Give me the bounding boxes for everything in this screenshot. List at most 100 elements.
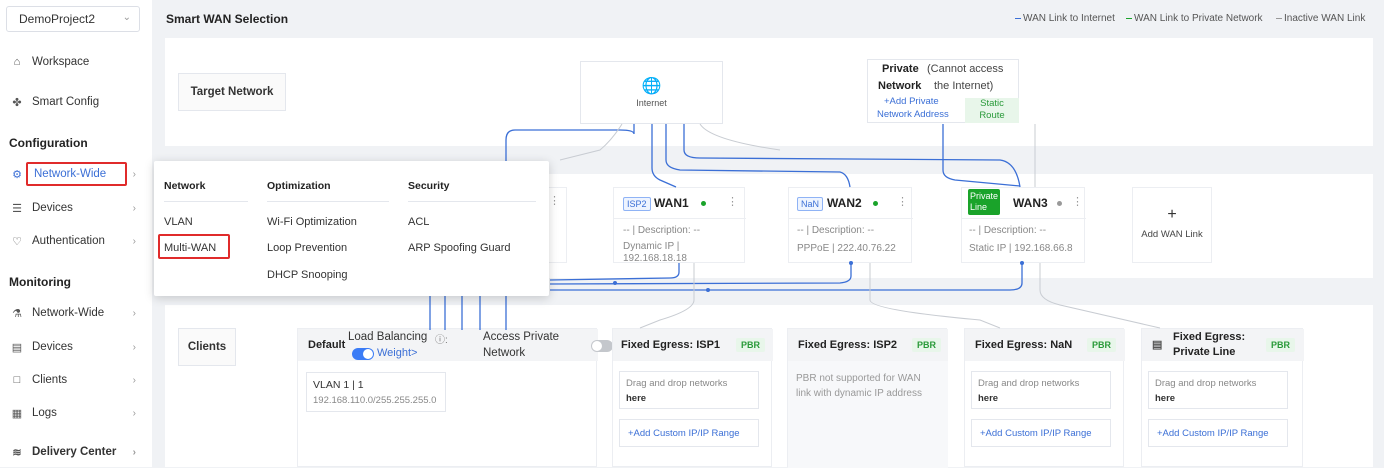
- vlan-label: VLAN 1 | 1: [313, 379, 364, 391]
- target-network-panel: [165, 38, 1373, 146]
- divider: [408, 201, 536, 202]
- clients-icon: □: [13, 374, 21, 386]
- isp-tag: NaN: [797, 197, 824, 211]
- menu-item-loop-prevention[interactable]: Loop Prevention: [267, 242, 348, 254]
- more-icon[interactable]: ⋮: [1072, 196, 1083, 208]
- pbr-note-2: link with dynamic IP address: [796, 388, 922, 399]
- more-icon[interactable]: ⋮: [549, 195, 560, 207]
- nav-mon-logs[interactable]: ▦ Logs ›: [0, 402, 152, 424]
- add-private-network-link[interactable]: +Add Private: [884, 96, 939, 107]
- nav-config-devices[interactable]: ☰ Devices ›: [0, 197, 152, 219]
- menu-item-vlan[interactable]: VLAN: [164, 216, 193, 228]
- nav-mon-devices[interactable]: ▤ Devices ›: [0, 336, 152, 358]
- legend-label: Inactive WAN Link: [1284, 13, 1366, 24]
- link-text: +Add Private: [884, 96, 939, 107]
- drop-hint-2: here: [626, 393, 647, 404]
- access-private-toggle[interactable]: [591, 340, 614, 353]
- private-network-node[interactable]: Private (Cannot access Network the Inter…: [867, 59, 1019, 123]
- wan-card-wan1[interactable]: ISP2 WAN1 ⋮ -- | Description: -- Dynamic…: [613, 187, 746, 264]
- nav-config-authentication[interactable]: ♡ Authentication ›: [0, 230, 152, 252]
- wan-info: PPPoE | 222.40.76.22: [797, 243, 896, 254]
- help-icon[interactable]: ⓘ:: [435, 335, 448, 346]
- section-configuration: Configuration: [9, 136, 88, 150]
- chevron-right-icon: ›: [132, 307, 136, 319]
- inactive-link-line: [639, 263, 695, 329]
- client-column-header: Fixed Egress: ISP1 PBR: [613, 329, 773, 361]
- more-icon[interactable]: ⋮: [897, 196, 908, 208]
- nav-label: Workspace: [32, 56, 90, 68]
- link-node-dot: [706, 288, 710, 292]
- drop-hint-2: here: [978, 393, 999, 404]
- network-wide-menu: Network VLAN Multi-WAN Optimization Wi-F…: [154, 161, 549, 296]
- legend-label: WAN Link to Internet: [1023, 13, 1115, 24]
- client-column-isp1: Fixed Egress: ISP1 PBR Drag and drop net…: [612, 328, 773, 467]
- nav-label: Network-Wide: [32, 307, 105, 319]
- menu-item-acl[interactable]: ACL: [408, 216, 430, 228]
- drop-zone[interactable]: Drag and drop networks here: [971, 371, 1111, 409]
- isp-tag: ISP2: [623, 197, 651, 211]
- load-balancing-label: Load Balancing: [348, 331, 428, 343]
- nav-config-network-wide[interactable]: ⚙ Network-Wide ›: [0, 162, 152, 186]
- delivery-icon: ≋: [12, 446, 22, 459]
- menu-item-wifi-optimization[interactable]: Wi-Fi Optimization: [267, 216, 357, 228]
- nav-workspace[interactable]: ⌂ Workspace: [0, 51, 152, 73]
- menu-item-dhcp-snooping[interactable]: DHCP Snooping: [267, 269, 348, 281]
- clients-label: Clients: [178, 328, 236, 366]
- nav-delivery-center[interactable]: ≋ Delivery Center ›: [0, 441, 152, 463]
- wan-desc: -- | Description: --: [797, 225, 875, 236]
- wan-card-header: Private Line WAN3 ⋮: [962, 188, 1086, 219]
- link-line: [549, 263, 680, 281]
- tag-line: Private: [970, 191, 999, 201]
- chevron-right-icon: ›: [132, 202, 136, 214]
- drop-hint: Drag and drop networks: [978, 378, 1080, 389]
- nav-mon-clients[interactable]: □ Clients ›: [0, 369, 152, 391]
- add-custom-ip-button[interactable]: +Add Custom IP/IP Range: [971, 419, 1111, 447]
- load-balancing-toggle[interactable]: [352, 348, 374, 361]
- weight-link[interactable]: Weight>: [377, 347, 418, 359]
- devices-icon: ▤: [11, 341, 23, 354]
- menu-section-network: Network: [164, 180, 206, 192]
- wan-card-wan3[interactable]: Private Line WAN3 ⋮ -- | Description: --…: [961, 187, 1086, 263]
- client-column-nan: Fixed Egress: NaN PBR Drag and drop netw…: [964, 328, 1125, 467]
- add-custom-ip-button[interactable]: +Add Custom IP/IP Range: [1148, 419, 1288, 447]
- column-title: Default: [308, 339, 346, 351]
- add-custom-ip-button[interactable]: +Add Custom IP/IP Range: [619, 419, 759, 447]
- internet-node[interactable]: 🌐 Internet: [580, 61, 723, 124]
- drop-zone[interactable]: Drag and drop networks here: [1148, 371, 1288, 409]
- pbr-badge: PBR: [1087, 338, 1117, 352]
- add-wan-link-button[interactable]: + Add WAN Link: [1132, 187, 1212, 263]
- vlan-card[interactable]: VLAN 1 | 1 192.168.110.0/255.255.255.0: [306, 372, 446, 412]
- tag-line: Line: [970, 202, 988, 212]
- menu-item-arp-spoofing-guard[interactable]: ARP Spoofing Guard: [408, 242, 511, 254]
- nav-smart-config[interactable]: ✤ Smart Config: [0, 91, 152, 113]
- target-network-label: Target Network: [178, 73, 286, 111]
- chevron-right-icon: ›: [132, 235, 136, 247]
- column-title: Fixed Egress:: [1173, 331, 1246, 343]
- disabled-area: PBR not supported for WAN link with dyna…: [788, 361, 948, 468]
- wan-info: Static IP | 192.168.66.8: [969, 243, 1073, 254]
- client-column-header: Fixed Egress: NaN PBR: [965, 329, 1125, 361]
- menu-item-multi-wan[interactable]: Multi-WAN: [164, 242, 217, 254]
- drop-zone[interactable]: Drag and drop networks here: [619, 371, 759, 409]
- link-node-dot: [613, 281, 617, 285]
- column-title: Fixed Egress: ISP2: [798, 339, 898, 351]
- menu-section-security: Security: [408, 180, 450, 192]
- wan-card-wan2[interactable]: NaN WAN2 ⋮ -- | Description: -- PPPoE | …: [788, 187, 913, 263]
- pbr-badge: PBR: [912, 338, 942, 352]
- nav-label: Clients: [32, 374, 68, 386]
- status-dot: [1057, 201, 1062, 206]
- page-title: Smart WAN Selection: [166, 12, 289, 26]
- list-icon: ▤: [1152, 339, 1163, 351]
- private-title: Private: [882, 63, 919, 75]
- access-private-label: Access Private: [483, 331, 560, 343]
- more-icon[interactable]: ⋮: [727, 196, 738, 208]
- globe-icon: 🌐: [641, 78, 662, 95]
- add-private-network-link-2[interactable]: Network Address: [877, 109, 949, 120]
- project-selector[interactable]: DemoProject2 ⌄: [6, 6, 140, 32]
- static-route-badge[interactable]: Static Route: [965, 98, 1019, 123]
- nav-label: Smart Config: [32, 96, 100, 108]
- nav-label: Network-Wide: [34, 168, 107, 180]
- chevron-right-icon: ›: [132, 341, 136, 353]
- wan-card-header: NaN WAN2 ⋮: [789, 188, 913, 219]
- nav-mon-network-wide[interactable]: ⚗ Network-Wide ›: [0, 302, 152, 324]
